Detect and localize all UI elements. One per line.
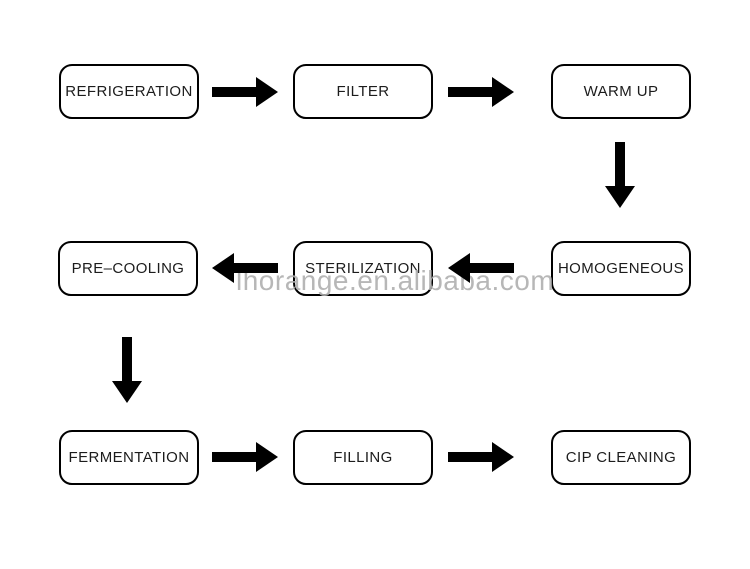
arrow-filter-to-warm-up xyxy=(448,77,514,107)
node-filling: FILLING xyxy=(293,430,433,485)
node-fermentation: FERMENTATION xyxy=(59,430,199,485)
node-refrigeration: REFRIGERATION xyxy=(59,64,199,119)
node-cip-cleaning: CIP CLEANING xyxy=(551,430,691,485)
arrow-sterilization-to-pre-cooling xyxy=(212,253,278,283)
arrow-homogeneous-to-sterilization xyxy=(448,253,514,283)
arrow-pre-cooling-to-fermentation xyxy=(112,337,142,403)
arrow-fermentation-to-filling xyxy=(212,442,278,472)
arrow-refrigeration-to-filter xyxy=(212,77,278,107)
node-pre-cooling: PRE–COOLING xyxy=(58,241,198,296)
node-sterilization: STERILIZATION xyxy=(293,241,433,296)
arrow-warm-up-to-homogeneous xyxy=(605,142,635,208)
node-homogeneous: HOMOGENEOUS xyxy=(551,241,691,296)
arrow-filling-to-cip-cleaning xyxy=(448,442,514,472)
node-filter: FILTER xyxy=(293,64,433,119)
node-warm-up: WARM UP xyxy=(551,64,691,119)
